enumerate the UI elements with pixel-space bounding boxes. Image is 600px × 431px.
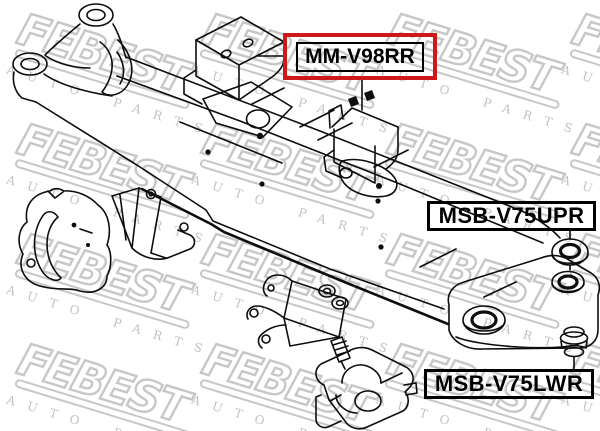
part-label-mm-v98rr[interactable]: MM-V98RR	[296, 41, 424, 72]
watermark-underline-swoosh	[384, 379, 560, 431]
watermark-underline-swoosh	[384, 269, 560, 329]
watermark-underline-swoosh	[384, 49, 560, 109]
watermark-underline-swoosh	[569, 269, 600, 329]
crossmember-beam	[35, 56, 561, 326]
watermark-underline-swoosh	[569, 159, 600, 219]
side-bracket	[111, 187, 196, 260]
watermark-underline-swoosh	[14, 159, 190, 219]
watermark-underline-swoosh	[14, 269, 190, 329]
watermark-brand-text: FEBEST	[12, 114, 198, 215]
leader-lines	[257, 55, 575, 370]
lower-bushing	[559, 326, 589, 358]
part-number-text: MM-V98RR	[305, 44, 415, 68]
watermark-underline-swoosh	[569, 379, 600, 431]
watermark-brand-text: FEBEST	[197, 224, 383, 325]
highlight-box[interactable]: MM-V98RR	[283, 33, 437, 80]
watermark-brand-text: FEBEST	[12, 224, 198, 325]
part-label-msb-v75upr[interactable]: MSB-V75UPR	[427, 201, 596, 231]
round-mount-housing	[18, 187, 112, 293]
watermark-underline-swoosh	[569, 49, 600, 109]
watermark-underline-swoosh	[199, 159, 375, 219]
watermark-underline-swoosh	[14, 49, 190, 109]
lower-engine-mount	[315, 336, 418, 430]
part-number-text: MSB-V75LWR	[434, 371, 584, 396]
center-bracket	[246, 274, 349, 349]
watermark-brand-text: FEBEST	[382, 224, 568, 325]
left-end-bracket	[12, 3, 133, 103]
watermark-brand-text: FEBEST	[197, 114, 383, 215]
watermark-underline-swoosh	[199, 379, 375, 431]
watermark-underline-swoosh	[14, 379, 190, 431]
rear-engine-mount	[323, 90, 399, 204]
part-number-text: MSB-V75UPR	[438, 203, 585, 228]
part-label-msb-v75lwr[interactable]: MSB-V75LWR	[424, 369, 594, 399]
